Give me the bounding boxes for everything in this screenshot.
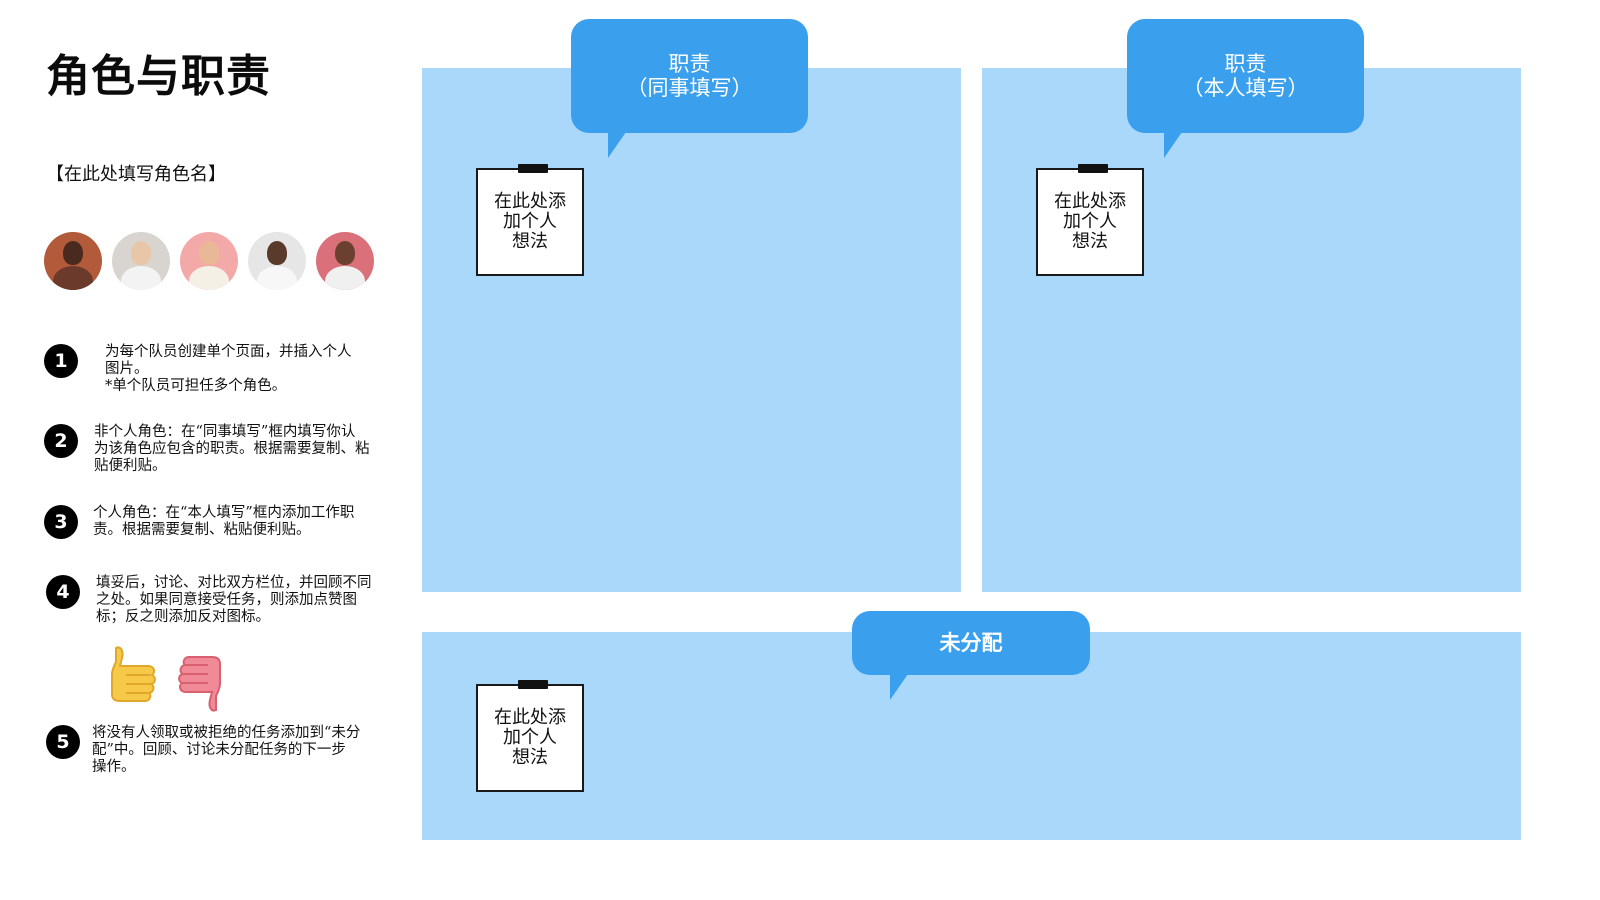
thumbs-up-icon[interactable] bbox=[104, 644, 158, 704]
role-name-placeholder[interactable]: 【在此处填写角色名】 bbox=[46, 164, 226, 185]
step-text: 将没有人领取或被拒绝的任务添加到“未分 配”中。回顾、讨论未分配任务的下一步 操… bbox=[92, 725, 361, 775]
instruction-step: 2 非个人角色：在“同事填写”框内填写你认 为该角色应包含的职责。根据需要复制、… bbox=[44, 424, 399, 475]
instruction-step: 5 将没有人领取或被拒绝的任务添加到“未分 配”中。回顾、讨论未分配任务的下一步… bbox=[44, 725, 397, 776]
tape-strip bbox=[518, 680, 548, 689]
colleague-responsibilities-panel[interactable] bbox=[422, 68, 961, 592]
avatar[interactable] bbox=[112, 232, 170, 290]
avatar[interactable] bbox=[180, 232, 238, 290]
avatar-row bbox=[44, 232, 374, 290]
sticky-note-text: 在此处添 加个人 想法 bbox=[1054, 191, 1126, 252]
sticky-note-text: 在此处添 加个人 想法 bbox=[494, 191, 566, 252]
instruction-step: 1 为每个队员创建单个页面，并插入个人 图片。 *单个队员可担任多个角色。 bbox=[44, 344, 405, 395]
step-number: 5 bbox=[46, 725, 80, 759]
self-responsibilities-panel[interactable] bbox=[982, 68, 1521, 592]
page-title: 角色与职责 bbox=[46, 51, 271, 102]
unassigned-bubble-label: 未分配 bbox=[852, 611, 1090, 675]
vote-icons bbox=[104, 644, 230, 714]
step-number: 4 bbox=[46, 575, 80, 609]
bubble-tail bbox=[890, 674, 908, 700]
avatar[interactable] bbox=[316, 232, 374, 290]
step-text: 个人角色：在“本人填写”框内添加工作职 责。根据需要复制、粘贴便利贴。 bbox=[93, 505, 355, 538]
self-bubble-label: 职责 （本人填写） bbox=[1127, 19, 1364, 133]
avatar[interactable] bbox=[44, 232, 102, 290]
step-text: 填妥后，讨论、对比双方栏位，并回顾不同 之处。如果同意接受任务，则添加点赞图 标… bbox=[96, 575, 372, 625]
sticky-note[interactable]: 在此处添 加个人 想法 bbox=[476, 680, 584, 792]
tape-strip bbox=[1078, 164, 1108, 173]
bubble-tail bbox=[1164, 132, 1182, 158]
tape-strip bbox=[518, 164, 548, 173]
step-number: 2 bbox=[44, 424, 78, 458]
sticky-note-text: 在此处添 加个人 想法 bbox=[494, 707, 566, 768]
thumbs-down-icon[interactable] bbox=[176, 644, 230, 714]
step-number: 1 bbox=[44, 344, 78, 378]
instruction-step: 4 填妥后，讨论、对比双方栏位，并回顾不同 之处。如果同意接受任务，则添加点赞图… bbox=[44, 575, 401, 626]
avatar[interactable] bbox=[248, 232, 306, 290]
bubble-tail bbox=[608, 132, 626, 158]
instruction-step: 3 个人角色：在“本人填写”框内添加工作职 责。根据需要复制、粘贴便利贴。 bbox=[44, 505, 398, 539]
step-number: 3 bbox=[44, 505, 78, 539]
step-text: 为每个队员创建单个页面，并插入个人 图片。 *单个队员可担任多个角色。 bbox=[105, 344, 352, 394]
sticky-note[interactable]: 在此处添 加个人 想法 bbox=[1036, 164, 1144, 276]
sticky-note[interactable]: 在此处添 加个人 想法 bbox=[476, 164, 584, 276]
step-text: 非个人角色：在“同事填写”框内填写你认 为该角色应包含的职责。根据需要复制、粘 … bbox=[94, 424, 370, 474]
colleague-bubble-label: 职责 （同事填写） bbox=[571, 19, 808, 133]
